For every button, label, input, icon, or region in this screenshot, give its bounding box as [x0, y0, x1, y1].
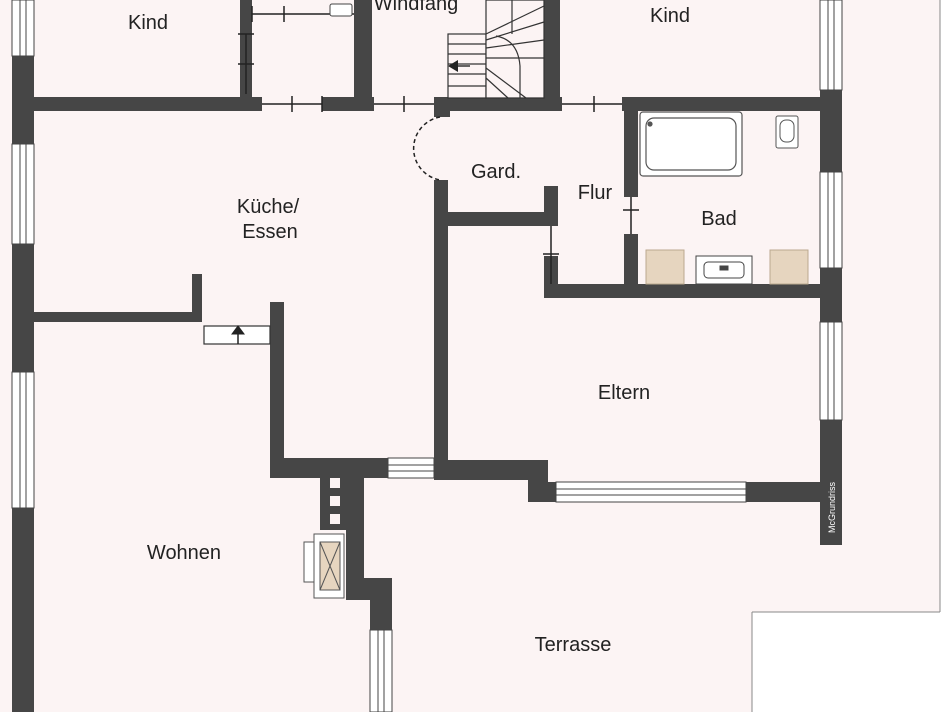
wall-flur-stub [544, 186, 558, 226]
toilet-icon [329, 3, 353, 17]
room-label-windfang: Windfang [374, 0, 459, 15]
flue-3 [330, 514, 340, 524]
stove-icon [303, 533, 345, 599]
chimney-flues [330, 478, 340, 524]
door-kueche-top [262, 96, 323, 112]
room-label-wohnen: Wohnen [147, 542, 221, 564]
window-right-3 [819, 321, 843, 421]
walls [12, 0, 842, 712]
room-label-gard: Gard. [471, 161, 521, 183]
flue-1 [330, 478, 340, 488]
bathtub-icon [639, 111, 743, 177]
wall-chimney-lower [346, 530, 364, 578]
wall-chimney-column [320, 458, 364, 530]
window-terrasse-door [369, 629, 393, 712]
room-label-kueche-2: Essen [242, 221, 298, 243]
windows [11, 0, 843, 712]
doors [238, 6, 639, 284]
wall-wc-right [354, 0, 372, 110]
wall-eltern-bottom-window-left [528, 482, 556, 502]
wall-kueche-wohnen [32, 312, 200, 322]
door-bad [623, 197, 639, 234]
room-label-kind-right: Kind [650, 5, 690, 27]
door-windfang [374, 96, 434, 112]
window-left-1 [11, 0, 35, 57]
bath-toilet-icon [775, 115, 799, 149]
wall-windfang-left [434, 97, 450, 117]
door-gard-arc [412, 116, 441, 181]
door-kind-left [238, 33, 254, 94]
door-eltern [543, 226, 559, 284]
brand-mark: McGrundriss [827, 481, 837, 533]
wall-gard-bottom [448, 212, 558, 226]
flue-2 [330, 496, 340, 506]
window-right-2 [819, 171, 843, 269]
wall-eltern-bottom [434, 460, 548, 480]
window-left-2 [11, 143, 35, 245]
wall-bad-left-top [624, 97, 638, 197]
wall-top-horizontal-left [12, 97, 262, 111]
room-label-flur: Flur [578, 182, 613, 204]
wall-gard-vertical [434, 180, 448, 480]
wall-kueche-vertical [270, 302, 284, 472]
wall-top-horizontal-right [622, 97, 840, 111]
window-kueche-bottom [387, 457, 435, 479]
wall-windfang-stair-right [544, 0, 560, 110]
vent-arrow-icon [231, 325, 245, 344]
room-label-kueche-1: Küche/ [237, 196, 300, 218]
wall-top-horizontal-windfang [434, 97, 562, 111]
stair-arrow-icon [448, 60, 458, 72]
door-kind-right [562, 96, 622, 112]
bath-cabinet-left [645, 249, 685, 285]
room-label-eltern: Eltern [598, 382, 650, 404]
window-left-3 [11, 371, 35, 509]
room-label-kind-left: Kind [128, 12, 168, 34]
window-right-1 [819, 0, 843, 91]
exterior-corner [752, 612, 940, 712]
room-label-terrasse: Terrasse [535, 634, 612, 656]
room-label-bad: Bad [701, 208, 737, 230]
room-labels: Kind Windfang Kind Küche/ Essen Gard. Fl… [128, 0, 737, 656]
wall-eltern-bottom-window-right [746, 482, 842, 502]
bath-cabinet-right [769, 249, 809, 285]
wall-bad-bottom [544, 284, 840, 298]
wall-bad-left-bottom [624, 234, 638, 298]
sink-icon [695, 255, 753, 285]
vent-unit [203, 325, 271, 345]
window-eltern-bottom [555, 481, 747, 503]
wall-kueche-stub [192, 274, 202, 322]
